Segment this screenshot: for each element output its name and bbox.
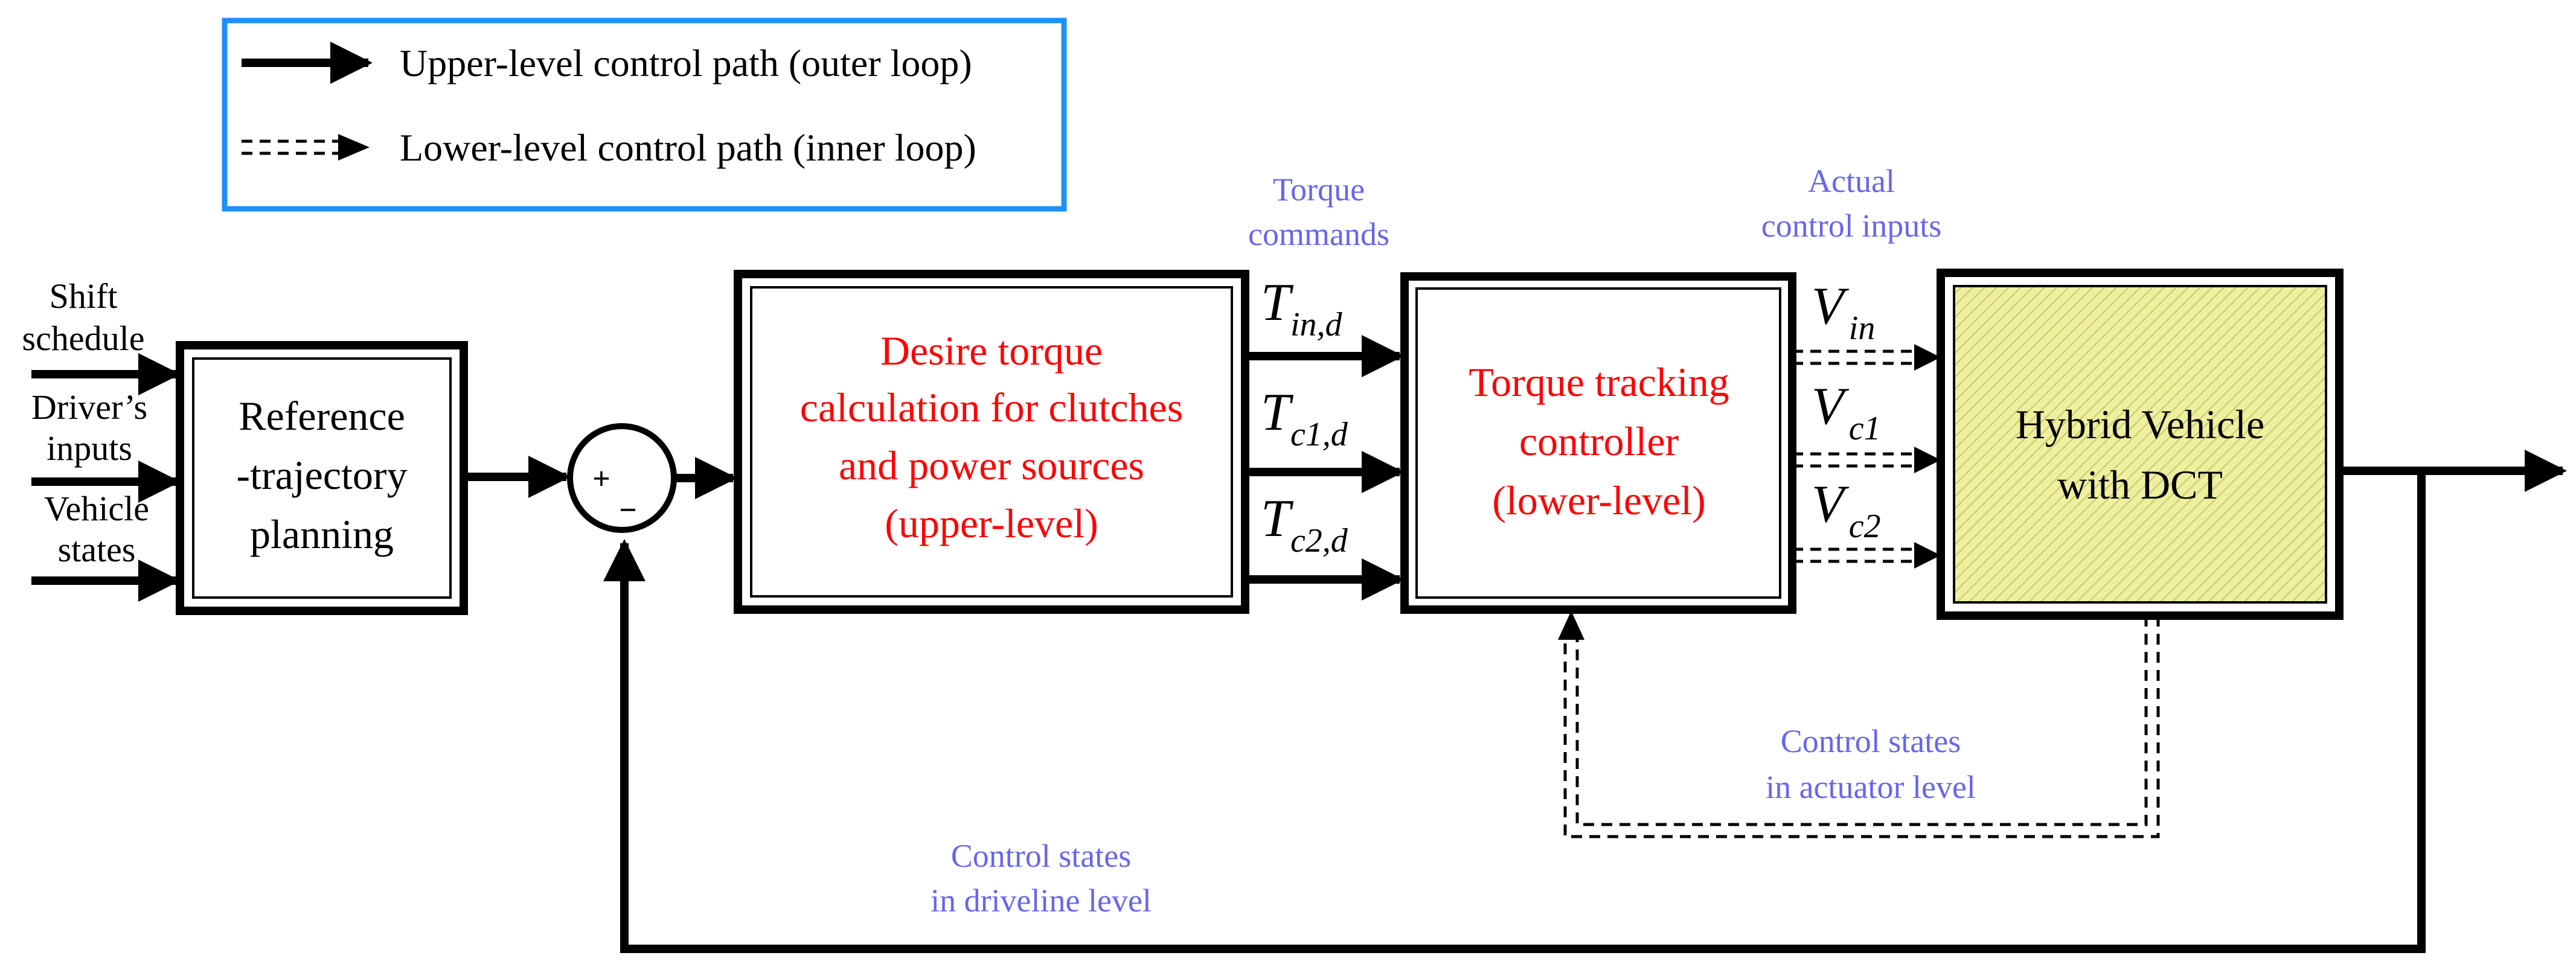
driveline-states-line1: Control states bbox=[951, 838, 1131, 874]
input-shift-line2: schedule bbox=[22, 319, 145, 358]
actuator-states-line2: in actuator level bbox=[1766, 769, 1976, 805]
legend-dashed-arrow bbox=[242, 134, 370, 161]
lower-level-block: Torque tracking controller (lower-level) bbox=[1400, 272, 1796, 614]
upper-line1: Desire torque bbox=[880, 328, 1103, 374]
input-shift: Shift schedule bbox=[22, 276, 181, 395]
actuator-states-line1: Control states bbox=[1781, 723, 1961, 759]
driveline-states-line2: in driveline level bbox=[931, 882, 1152, 919]
lower-line1: Torque tracking bbox=[1469, 359, 1729, 405]
reference-line2: -trajectory bbox=[236, 452, 407, 498]
input-vehicle-line1: Vehicle bbox=[44, 489, 149, 528]
inner-feedback-loop bbox=[1558, 611, 2160, 838]
lower-line2: controller bbox=[1519, 418, 1679, 464]
voltage-signal-c1-arrowhead bbox=[1914, 447, 1941, 473]
torque-commands-line1: Torque bbox=[1273, 171, 1365, 208]
input-vehicle: Vehicle states bbox=[31, 489, 181, 602]
hybrid-vehicle-block: Hybrid Vehicle with DCT bbox=[1937, 269, 2344, 620]
legend-dashed-label: Lower-level control path (inner loop) bbox=[400, 126, 976, 169]
input-shift-line1: Shift bbox=[50, 276, 118, 316]
torque-signal-c1: Tc1,d bbox=[1245, 383, 1404, 493]
reference-line3: planning bbox=[250, 511, 394, 557]
input-vehicle-line2: states bbox=[58, 530, 136, 569]
input-driver: Driver’s inputs bbox=[31, 388, 181, 503]
inner-feedback-arrowhead bbox=[1558, 611, 1584, 640]
plant-line1: Hybrid Vehicle bbox=[2016, 401, 2264, 447]
legend: Upper-level control path (outer loop) Lo… bbox=[222, 18, 1067, 212]
torque-signal-in-label: Tin,d bbox=[1261, 273, 1343, 343]
summing-junction: + − bbox=[567, 423, 677, 533]
upper-line4: (upper-level) bbox=[885, 500, 1098, 546]
voltage-signal-c2-arrowhead bbox=[1914, 542, 1941, 569]
torque-commands-line2: commands bbox=[1248, 216, 1389, 252]
plant-line2: with DCT bbox=[2057, 462, 2223, 508]
input-driver-line2: inputs bbox=[46, 429, 132, 468]
upper-level-block: Desire torque calculation for clutches a… bbox=[734, 270, 1249, 614]
torque-signal-c2-label: Tc2,d bbox=[1261, 490, 1348, 560]
legend-solid-label: Upper-level control path (outer loop) bbox=[400, 42, 972, 85]
sum-plus: + bbox=[592, 462, 610, 496]
reference-trajectory-block: Reference -trajectory planning bbox=[176, 341, 468, 615]
torque-signal-c1-label: Tc1,d bbox=[1261, 383, 1348, 453]
torque-signal-c2: Tc2,d bbox=[1245, 490, 1404, 601]
lower-line3: (lower-level) bbox=[1492, 477, 1706, 523]
input-driver-line1: Driver’s bbox=[31, 388, 147, 427]
actual-inputs-line1: Actual bbox=[1808, 163, 1895, 199]
upper-line2: calculation for clutches bbox=[800, 384, 1183, 430]
actual-inputs-line2: control inputs bbox=[1761, 208, 1941, 244]
torque-signal-in: Tin,d bbox=[1245, 273, 1404, 377]
sum-minus: − bbox=[619, 493, 637, 528]
upper-line3: and power sources bbox=[839, 442, 1144, 488]
reference-line1: Reference bbox=[239, 393, 405, 439]
outer-feedback-loop bbox=[603, 471, 2426, 953]
voltage-signal-in-arrowhead bbox=[1914, 344, 1941, 371]
